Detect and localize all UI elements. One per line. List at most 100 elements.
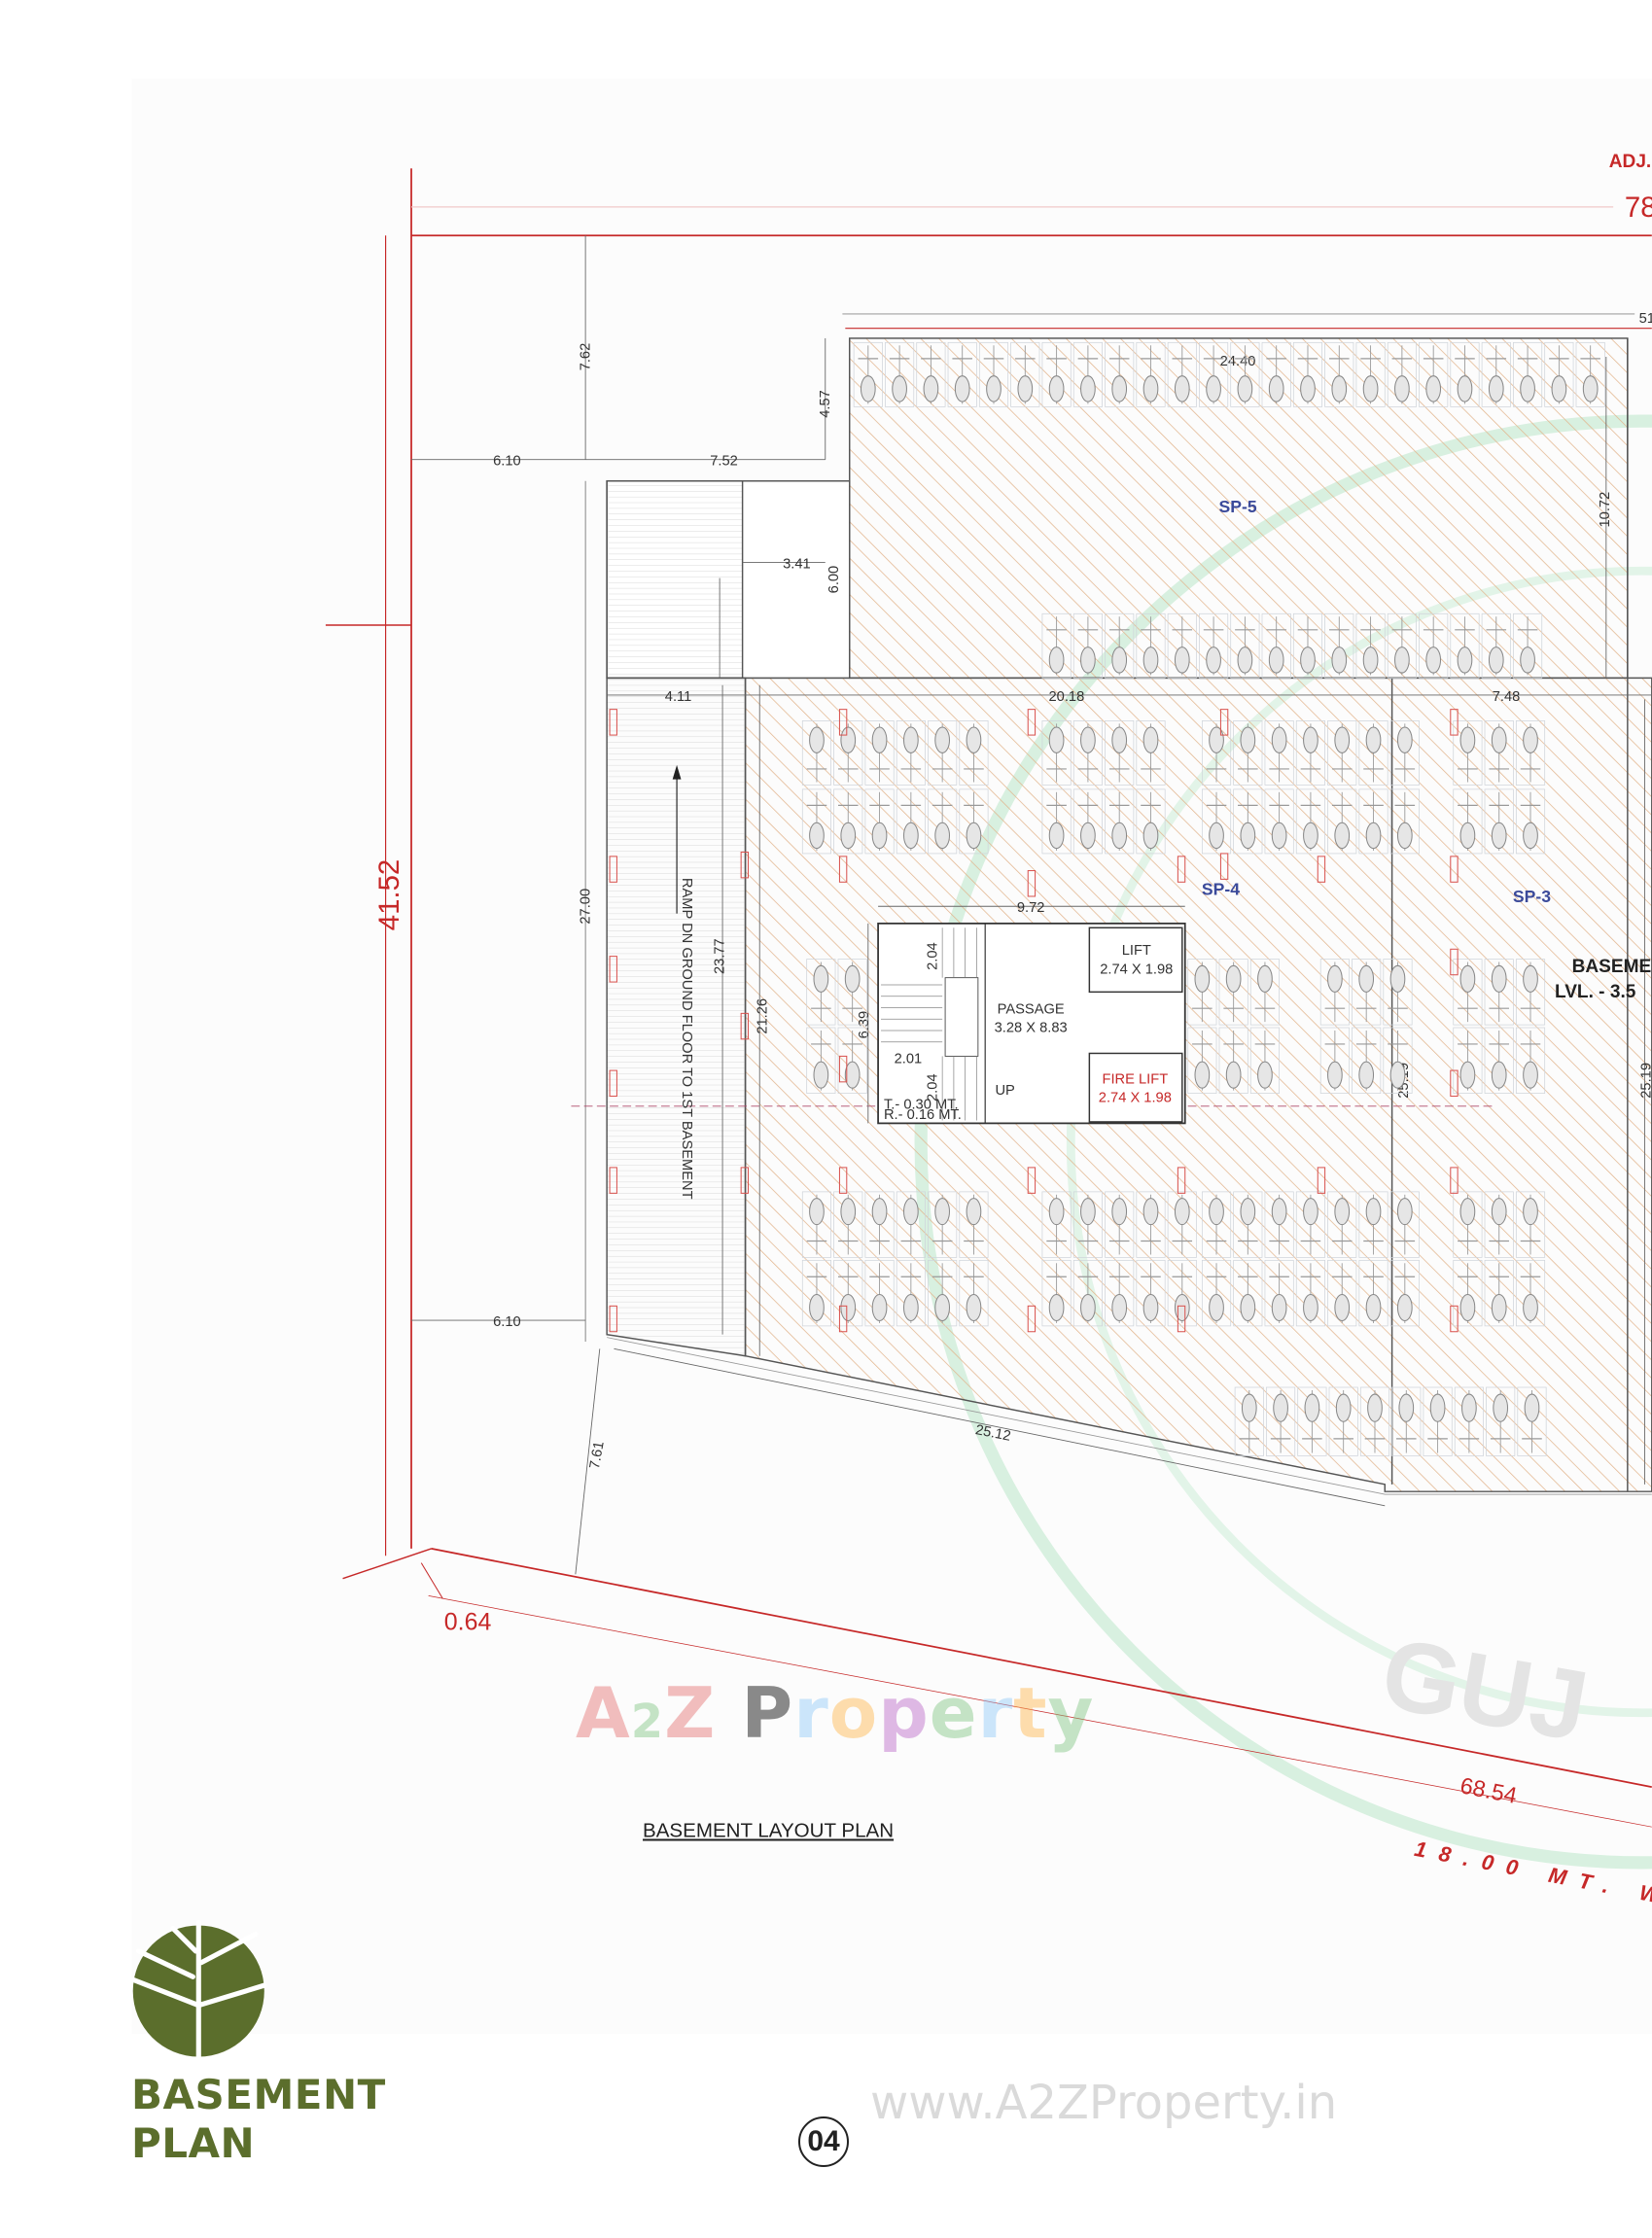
parking-bay [928, 720, 958, 786]
parking-bay [1136, 1259, 1166, 1327]
parking-bay [1544, 341, 1574, 407]
parking-bay [1233, 1259, 1263, 1327]
parking-bay [1515, 1259, 1546, 1327]
column [1177, 1305, 1186, 1333]
parking-bay [1358, 720, 1388, 786]
column [740, 1167, 750, 1194]
svg-text:25.12: 25.12 [974, 1422, 1012, 1445]
parking-bay [1264, 788, 1294, 855]
svg-text:4.57: 4.57 [818, 390, 833, 418]
section-title-line2: PLAN [131, 2119, 256, 2167]
zone-sp5: SP-5 [1218, 497, 1256, 516]
parking-bay [833, 1259, 863, 1327]
brand-letter: Z [664, 1672, 717, 1754]
parking-bay [1389, 1259, 1420, 1327]
parking-bay [1295, 1259, 1325, 1327]
section-title-line1: BASEMENT [131, 2071, 386, 2118]
parking-bay [1453, 1259, 1483, 1327]
svg-text:7.62: 7.62 [579, 343, 594, 371]
parking-bay [1010, 341, 1040, 407]
parking-bay [1391, 1386, 1422, 1456]
parking-bay [864, 1191, 895, 1258]
parking-bay [1352, 959, 1382, 1026]
parking-bay [1297, 1386, 1327, 1456]
core-block: 2.04 2.04 2.01 T.- 0.30 MT. R.- 0.16 MT.… [877, 922, 1186, 1125]
column [1027, 1305, 1037, 1333]
column [1027, 709, 1037, 736]
brand-letter: p [878, 1672, 930, 1754]
parking-bay [864, 1259, 895, 1327]
columns [609, 709, 1459, 1333]
parking-bay [1201, 1259, 1232, 1327]
parking-bay [1358, 788, 1388, 855]
parking-bay [1513, 612, 1543, 679]
parking-bay [1319, 1027, 1350, 1094]
parking-bay [1453, 720, 1483, 786]
column [609, 1069, 617, 1098]
parking-bay [1419, 612, 1449, 679]
parking-bay [1515, 959, 1546, 1026]
svg-text:10.72: 10.72 [1598, 492, 1613, 528]
parking-bay [1327, 1259, 1357, 1327]
parking-bay [1359, 1386, 1390, 1456]
column [1027, 870, 1037, 897]
brand-letter: A [576, 1672, 631, 1754]
parking-bay [1515, 720, 1546, 786]
parking-bay [1136, 1191, 1166, 1258]
svg-text:21.26: 21.26 [756, 998, 771, 1034]
parking-bay [896, 788, 926, 855]
parking-bay [1292, 341, 1323, 407]
parking-bay [801, 788, 832, 855]
parking-bay [928, 1259, 958, 1327]
parking-bay [947, 341, 977, 407]
parking-bay [1105, 788, 1135, 855]
svg-text:2.74 X 1.98: 2.74 X 1.98 [1099, 1090, 1172, 1105]
column [1450, 1069, 1459, 1098]
column [1450, 1167, 1459, 1194]
parking-bay [1264, 720, 1294, 786]
url-watermark: www.A2ZProperty.in [870, 2076, 1338, 2130]
parking-bay [1484, 788, 1514, 855]
svg-text:2.04: 2.04 [925, 1073, 940, 1102]
parking-bay [1187, 959, 1217, 1026]
parking-bay [1266, 1386, 1296, 1456]
parking-bay [837, 959, 867, 1026]
parking-bay [1295, 788, 1325, 855]
svg-text:R.- 0.16 MT.: R.- 0.16 MT. [884, 1107, 962, 1123]
svg-text:2.04: 2.04 [925, 942, 940, 970]
brand-watermark: A2Z Property [576, 1672, 1094, 1754]
parking-bay [1387, 341, 1417, 407]
parking-bay [959, 1191, 989, 1258]
parking-bay [1136, 612, 1166, 679]
parking-bay [1515, 788, 1546, 855]
up-label: UP [995, 1083, 1015, 1099]
column [838, 856, 848, 883]
parking-bay [1454, 1386, 1484, 1456]
parking-bay [1041, 1191, 1072, 1258]
parking-bay [1264, 1259, 1294, 1327]
parking-bay [1105, 1259, 1135, 1327]
parking-bay [1261, 612, 1291, 679]
parking-bay [1292, 612, 1323, 679]
zone-sp3: SP-3 [1513, 887, 1551, 906]
parking-bay [1201, 720, 1232, 786]
parking-bay [1484, 1027, 1514, 1094]
parking-bay [959, 1259, 989, 1327]
parking-bay [1167, 1259, 1197, 1327]
parking-bay [959, 788, 989, 855]
top-length: 78 [1625, 192, 1652, 224]
column [838, 709, 848, 736]
column [1219, 853, 1229, 880]
adjacent-label: ADJ. [1609, 152, 1651, 172]
parking-bay [1233, 720, 1263, 786]
parking-bay [1481, 341, 1511, 407]
parking-bay [1486, 1386, 1516, 1456]
section-title: BASEMENT PLAN [131, 2071, 386, 2168]
page-number: 04 [798, 2116, 849, 2167]
brand-letter: o [828, 1672, 879, 1754]
parking-bay [1105, 1191, 1135, 1258]
parking-bay [1261, 341, 1291, 407]
svg-text:7.52: 7.52 [710, 454, 738, 470]
parking-bay [896, 1191, 926, 1258]
parking-bay [1389, 720, 1420, 786]
